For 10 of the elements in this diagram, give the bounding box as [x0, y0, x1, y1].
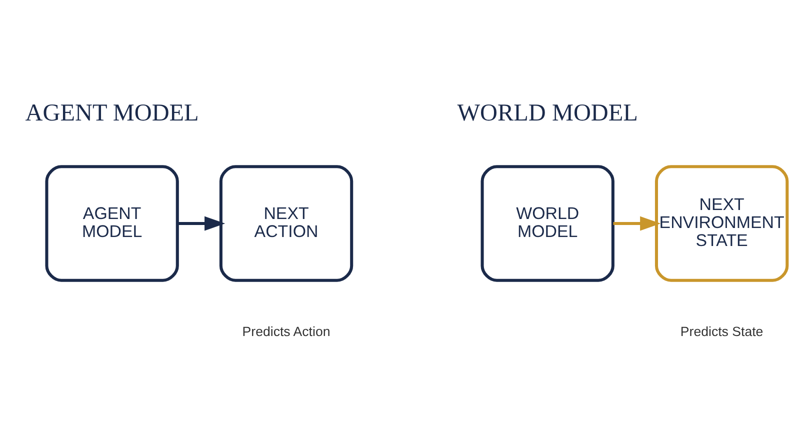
node-label: Predicts State	[680, 324, 764, 339]
node-box: NEXT ACTION	[219, 165, 354, 282]
node-label: Predicts Action	[242, 324, 330, 339]
node-box: AGENT MODEL	[45, 165, 179, 282]
node-box: WORLD MODEL	[480, 165, 614, 282]
arrow	[178, 216, 226, 231]
label: AGENT MODEL	[25, 100, 199, 127]
label: WORLD MODEL	[457, 100, 638, 127]
arrow	[613, 216, 661, 231]
node-box: NEXT ENVIRONMENT STATE	[654, 165, 789, 282]
